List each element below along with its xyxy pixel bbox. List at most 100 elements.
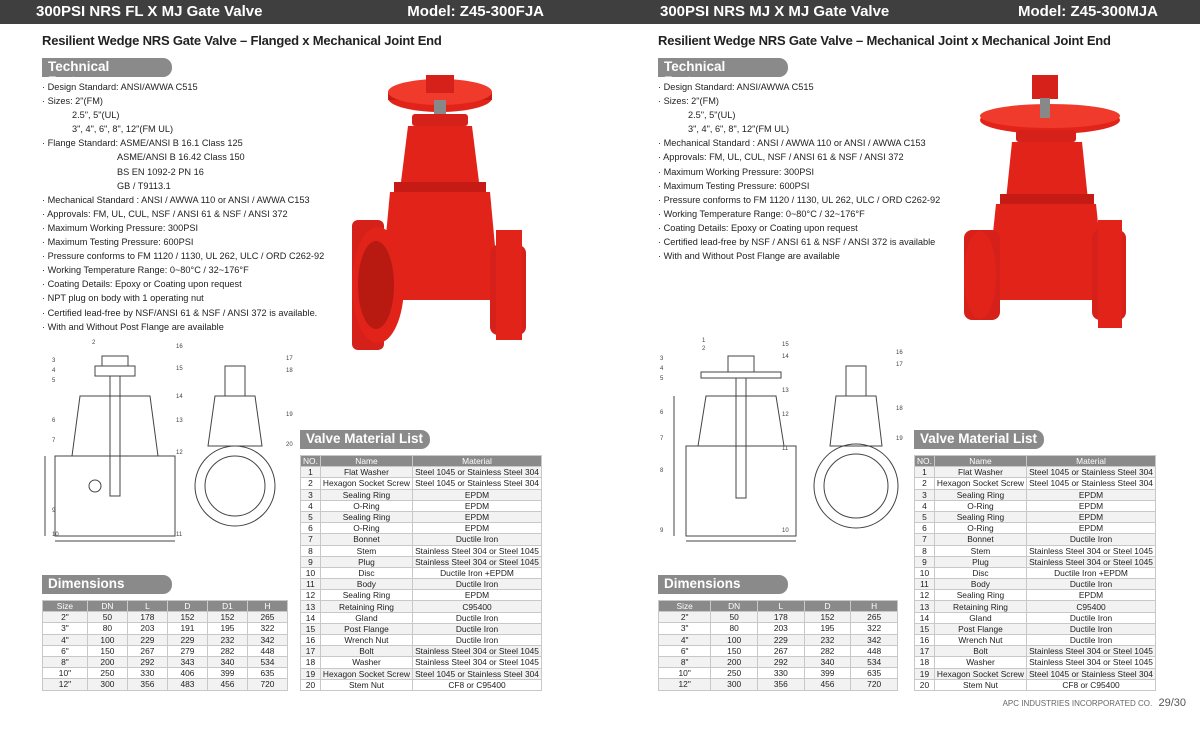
right-page: 300PSI NRS MJ X MJ Gate Valve Model: Z45… [600, 0, 1200, 740]
svg-text:19: 19 [896, 436, 903, 442]
table-cell: 300 [86, 678, 128, 691]
table-cell: Flat Washer [319, 466, 414, 479]
table-cell: Bonnet [319, 533, 414, 546]
table-cell: Stainless Steel 304 or Steel 1045 [1026, 544, 1156, 557]
table-cell: 1 [914, 466, 935, 479]
table-cell: Post Flange [933, 622, 1028, 636]
svg-text:6: 6 [52, 418, 56, 424]
column-header: Name [933, 454, 1028, 468]
table-cell: 322 [246, 622, 289, 635]
table-cell: Wrench Nut [319, 633, 414, 647]
table-cell: Bonnet [933, 533, 1028, 546]
table-cell: C95400 [412, 600, 542, 613]
table-cell: Flat Washer [933, 466, 1028, 479]
table-cell: Sealing Ring [319, 589, 414, 602]
table-cell: Steel 1045 or Stainless Steel 304 [412, 477, 542, 490]
table-cell: Stem [933, 544, 1028, 557]
table-cell: 232 [206, 633, 248, 646]
table-cell: 399 [206, 667, 248, 680]
table-cell: EPDM [412, 499, 542, 512]
svg-text:8: 8 [660, 468, 664, 474]
feature-item: · Working Temperature Range: 0~80°C / 32… [658, 208, 865, 219]
table-cell: 1 [300, 466, 321, 479]
table-cell: 456 [803, 678, 852, 691]
table-cell: Plug [319, 555, 414, 568]
table-cell: 6 [914, 522, 935, 535]
svg-text:1: 1 [702, 338, 706, 344]
table-cell: Washer [933, 656, 1028, 669]
table-cell: 267 [757, 644, 805, 657]
table-cell: 3 [300, 488, 321, 501]
table-cell: 342 [850, 633, 898, 646]
table-cell: Ductile Iron [1026, 533, 1156, 546]
feature-item: · Design Standard: ANSI/AWWA C515 [42, 82, 198, 92]
column-header: NO. [300, 454, 321, 468]
feature-item: ASME/ANSI B 16.42 Class 150 [117, 152, 245, 163]
table-cell: 292 [757, 655, 805, 669]
left-features-heading: Technical Features [42, 58, 172, 89]
feature-item: · Approvals: FM, UL, CUL, NSF / ANSI 61 … [658, 152, 904, 163]
table-cell: 178 [757, 611, 805, 624]
table-cell: 343 [166, 655, 208, 669]
feature-item: BS EN 1092-2 PN 16 [117, 166, 204, 177]
table-cell: 250 [710, 667, 758, 680]
svg-text:12: 12 [176, 450, 183, 456]
table-cell: 17 [300, 645, 321, 658]
table-cell: Stainless Steel 304 or Steel 1045 [412, 544, 542, 557]
table-cell: EPDM [412, 589, 542, 602]
table-cell: 203 [757, 622, 805, 635]
table-cell: 399 [803, 667, 852, 680]
table-cell: Disc [319, 566, 414, 580]
table-cell: Stainless Steel 304 or Steel 1045 [1026, 656, 1156, 669]
table-cell: CF8 or C95400 [412, 678, 542, 691]
feature-item: 3", 4", 6", 8", 12"(FM UL) [688, 124, 790, 135]
column-header: DN [710, 599, 758, 613]
table-cell: 448 [246, 644, 289, 657]
column-header: Material [412, 454, 542, 468]
table-cell: 18 [914, 656, 935, 669]
table-cell: Gland [319, 611, 414, 624]
table-cell: 322 [850, 622, 898, 635]
right-header-bar: 300PSI NRS MJ X MJ Gate Valve Model: Z45… [600, 0, 1200, 24]
table-cell: 534 [850, 655, 898, 669]
table-cell: Gland [933, 611, 1028, 624]
page-footer: APC INDUSTRIES INCORPORATED CO. 29/30 [1003, 697, 1186, 709]
table-cell: 3" [42, 622, 88, 635]
table-cell: Stem Nut [319, 678, 414, 691]
table-cell: 16 [300, 633, 321, 647]
feature-item: · Certified lead-free by NSF / ANSI 61 &… [658, 237, 936, 248]
table-cell: O-Ring [933, 499, 1028, 512]
table-cell: 534 [246, 655, 289, 669]
table-cell: 265 [850, 611, 898, 624]
feature-item: · Mechanical Standard : ANSI / AWWA 110 … [42, 194, 310, 205]
table-cell: 10" [657, 667, 712, 680]
left-page: 300PSI NRS FL X MJ Gate Valve Model: Z45… [0, 0, 600, 691]
table-cell: Steel 1045 or Stainless Steel 304 [1026, 667, 1156, 680]
table-cell: 483 [166, 678, 208, 691]
svg-text:3: 3 [660, 356, 664, 362]
svg-text:10: 10 [782, 528, 789, 534]
table-cell: Stainless Steel 304 or Steel 1045 [412, 555, 542, 568]
table-cell: 8 [300, 544, 321, 557]
table-cell: Sealing Ring [933, 589, 1028, 602]
table-cell: 250 [86, 667, 128, 680]
column-header: D1 [206, 599, 248, 613]
table-cell: 191 [166, 622, 208, 635]
table-cell: Stainless Steel 304 or Steel 1045 [1026, 645, 1156, 658]
column-header: H [850, 599, 898, 613]
